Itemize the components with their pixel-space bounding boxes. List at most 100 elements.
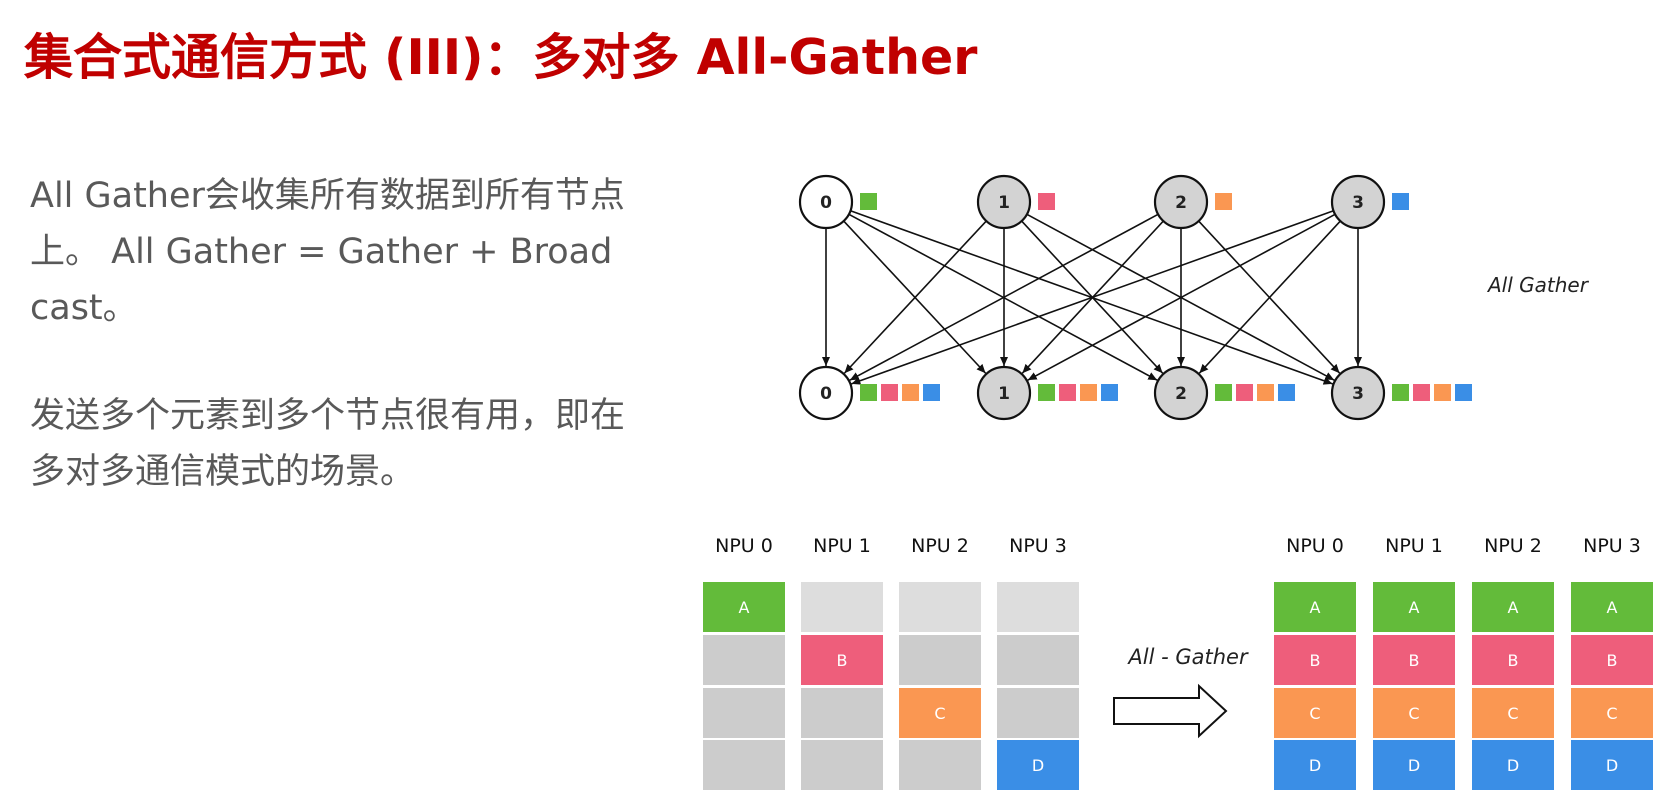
npu-after-header-1: NPU 1 (1385, 535, 1443, 557)
bottom-node-3: 3 (1330, 365, 1386, 421)
npu-after-cell-r2-c2 (1472, 688, 1554, 738)
bottom-node-2-data-square-2 (1257, 384, 1274, 401)
npu-before-cell-r1-c2 (899, 635, 981, 685)
edge-2-to-0 (849, 213, 1159, 381)
npu-after-cell-label-r1-c3: B (1607, 651, 1618, 670)
npu-after-cell-label-r0-c3: A (1607, 598, 1618, 617)
npu-after-cell-r1-c1 (1373, 635, 1455, 685)
top-node-2-label: 2 (1175, 193, 1187, 213)
top-node-0-label: 0 (820, 193, 832, 213)
npu-after-cell-label-r2-c0: C (1309, 704, 1320, 723)
npu-after-cell-r0-c1 (1373, 582, 1455, 632)
bottom-node-3-data-square-1 (1413, 384, 1430, 401)
top-node-3-circle (1330, 174, 1386, 230)
bottom-node-1-data-square-3 (1101, 384, 1118, 401)
bottom-node-3-data-square-2 (1434, 384, 1451, 401)
graph-data-squares (860, 193, 1472, 401)
bottom-node-0-data-square-0 (860, 384, 877, 401)
bottom-node-0-label: 0 (820, 384, 832, 404)
npu-before-cell-r2-c2 (899, 688, 981, 738)
bottom-node-3-data-square-0 (1392, 384, 1409, 401)
npu-after-cell-label-r3-c1: D (1408, 756, 1420, 775)
bottom-node-1-data-square-1 (1059, 384, 1076, 401)
npu-after-cell-r1-c0 (1274, 635, 1356, 685)
bottom-node-2-circle (1153, 365, 1209, 421)
npu-before-cell-r3-c0 (703, 740, 785, 790)
npu-before-cell-r3-c3 (997, 740, 1079, 790)
npu-after-cell-label-r2-c1: C (1408, 704, 1419, 723)
npu-after-cell-label-r3-c2: D (1507, 756, 1519, 775)
bottom-node-3-label: 3 (1352, 384, 1364, 404)
npu-before-cell-label-r0-c0: A (739, 598, 750, 617)
description-paragraph-1: All Gather会收集所有数据到所有节点上。 All Gather = Ga… (30, 176, 625, 328)
bottom-node-1-data-square-0 (1038, 384, 1055, 401)
all-gather-graph-label: All Gather (1486, 273, 1590, 297)
bottom-node-1: 1 (976, 365, 1032, 421)
npu-before-cell-r2-c1 (801, 688, 883, 738)
bottom-node-2-data-square-1 (1236, 384, 1253, 401)
npu-after-cell-r3-c0 (1274, 740, 1356, 790)
npu-after-cell-label-r0-c2: A (1508, 598, 1519, 617)
npu-after-cell-label-r1-c2: B (1508, 651, 1519, 670)
top-node-1-circle (976, 174, 1032, 230)
graph-nodes: 0 1 2 3 0 1 2 3 (798, 174, 1386, 421)
npu-after-header-2: NPU 2 (1484, 535, 1542, 557)
edge-3-to-0 (851, 210, 1334, 385)
npu-before-cell-r0-c2 (899, 582, 981, 632)
right-arrow-icon (1113, 683, 1228, 739)
npu-after-cell-r3-c1 (1373, 740, 1455, 790)
npu-after-cell-r0-c2 (1472, 582, 1554, 632)
npu-before-header-0: NPU 0 (715, 535, 773, 557)
description-paragraph-2: 发送多个元素到多个节点很有用，即在多对多通信模式的场景。 (30, 396, 626, 492)
top-node-2-circle (1153, 174, 1209, 230)
bottom-node-2-label: 2 (1175, 384, 1187, 404)
npu-after-cell-label-r1-c1: B (1409, 651, 1420, 670)
npu-before-cell-r1-c1 (801, 635, 883, 685)
npu-after-cell-label-r3-c0: D (1309, 756, 1321, 775)
top-node-1-data-square (1038, 193, 1055, 210)
npu-after-cell-r2-c3 (1571, 688, 1653, 738)
bottom-node-1-circle (976, 365, 1032, 421)
npu-before-header-2: NPU 2 (911, 535, 969, 557)
npu-before-cell-label-r2-c2: C (934, 704, 945, 723)
npu-after-header-0: NPU 0 (1286, 535, 1344, 557)
top-node-0: 0 (798, 174, 854, 230)
npu-before-cell-r0-c3 (997, 582, 1079, 632)
edge-3-to-1 (1027, 213, 1336, 381)
top-node-3-data-square (1392, 193, 1409, 210)
npu-before-cell-r2-c0 (703, 688, 785, 738)
npu-after-cell-r1-c3 (1571, 635, 1653, 685)
bottom-node-2: 2 (1153, 365, 1209, 421)
npu-after-cell-r3-c2 (1472, 740, 1554, 790)
npu-after-cell-r3-c3 (1571, 740, 1653, 790)
top-node-2: 2 (1153, 174, 1209, 230)
npu-after-cell-label-r1-c0: B (1310, 651, 1321, 670)
page-title: 集合式通信方式 (III)：多对多 All-Gather (24, 29, 978, 86)
npu-after-cell-label-r0-c0: A (1310, 598, 1321, 617)
npu-before-cell-r0-c0 (703, 582, 785, 632)
bottom-node-2-data-square-3 (1278, 384, 1295, 401)
npu-after-cell-r0-c0 (1274, 582, 1356, 632)
top-node-3: 3 (1330, 174, 1386, 230)
npu-after-cell-label-r2-c3: C (1606, 704, 1617, 723)
bottom-node-1-data-square-2 (1080, 384, 1097, 401)
npu-after-cell-label-r3-c3: D (1606, 756, 1618, 775)
bottom-node-3-circle (1330, 365, 1386, 421)
npu-after-cell-r0-c3 (1571, 582, 1653, 632)
all-gather-arrow-label: All - Gather (1126, 645, 1249, 669)
npu-after-cell-label-r0-c1: A (1409, 598, 1420, 617)
npu-before-cell-r1-c3 (997, 635, 1079, 685)
npu-before-cell-r3-c2 (899, 740, 981, 790)
npu-after-cell-r1-c2 (1472, 635, 1554, 685)
bottom-node-0-data-square-2 (902, 384, 919, 401)
npu-before-header-3: NPU 3 (1009, 535, 1067, 557)
bottom-node-0-data-square-3 (923, 384, 940, 401)
edge-3-to-2 (1198, 220, 1341, 374)
npu-before-cell-r2-c3 (997, 688, 1079, 738)
npu-after-cell-label-r2-c2: C (1507, 704, 1518, 723)
top-node-1-label: 1 (998, 193, 1010, 213)
bottom-node-1-label: 1 (998, 384, 1010, 404)
